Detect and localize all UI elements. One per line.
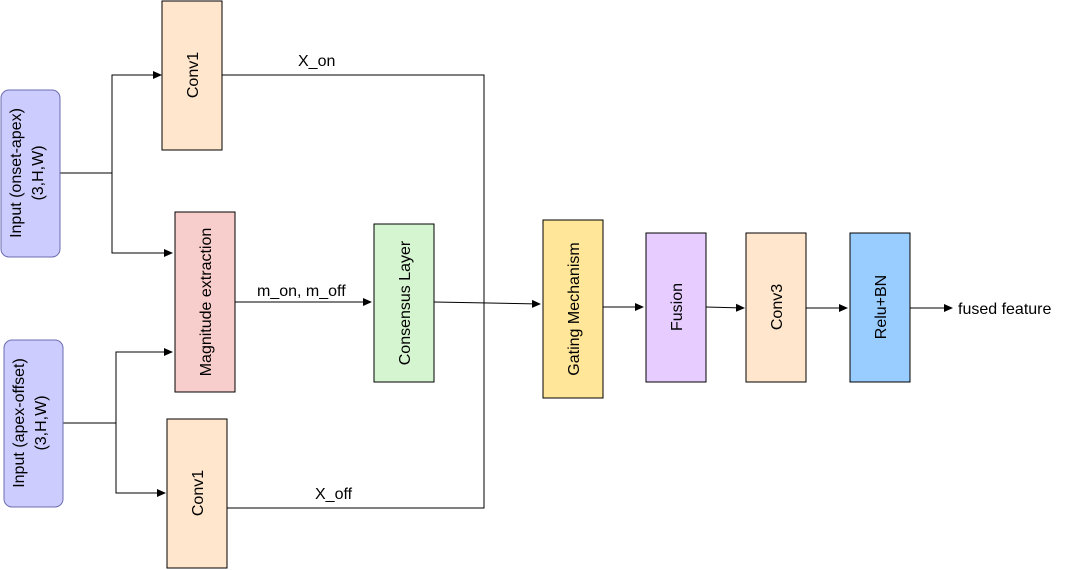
fusion-node: Fusion [645,232,707,383]
x-off-label: X_off [315,486,353,503]
consensus-layer-box [373,223,435,383]
relu-bn-node: Relu+BN [849,232,911,383]
relu-bn-box [849,232,911,383]
conv1-top-node: Conv1 [161,0,223,151]
magnitude-extraction-box [174,211,236,393]
conv1-top-label: Conv1 [185,52,202,98]
conv3-node: Conv3 [745,232,807,383]
conv3-box [745,232,807,383]
x-on-label: X_on [298,53,335,70]
conv3-label: Conv3 [769,284,786,330]
magnitude-extraction-node: Magnitude extraction [174,211,236,393]
edge-input-onset-to-conv1-top [60,71,162,174]
input-apex-offset-box [3,339,64,508]
input-onset-apex-node: Input (onset-apex) (3,H,W) [0,89,61,258]
input-apex-offset-label: Input (apex-offset) [11,358,28,488]
fused-feature-label: fused feature [958,301,1052,318]
gating-mechanism-label: Gating Mechanism [566,242,583,375]
edge-consensus-to-gating [433,299,541,308]
edge-fusion-to-conv3 [705,303,745,312]
gating-mechanism-box [542,219,604,399]
conv1-bottom-node: Conv1 [166,418,228,569]
input-onset-apex-label: Input (onset-apex) [8,108,25,238]
consensus-layer-label: Consensus Layer [397,240,414,365]
consensus-layer-node: Consensus Layer [373,223,435,383]
m-on-off-label: m_on, m_off [257,283,346,300]
gating-mechanism-node: Gating Mechanism [542,219,604,399]
input-onset-apex-box [0,89,61,258]
relu-bn-label: Relu+BN [873,275,890,339]
edge-x-on [222,74,485,302]
input-onset-apex-shape: (3,H,W) [30,145,47,200]
input-apex-offset-node: Input (apex-offset) (3,H,W) [3,339,64,508]
magnitude-extraction-label: Magnitude extraction [198,228,215,377]
conv1-bottom-label: Conv1 [190,470,207,516]
fusion-box [645,232,707,383]
edge-input-offset-to-magnitude [63,348,173,424]
edge-input-offset-to-conv1-bottom [115,423,166,497]
conv1-bottom-box [166,418,228,569]
fusion-label: Fusion [669,283,686,331]
edge-input-onset-to-magnitude [111,173,173,257]
conv1-top-box [161,0,223,151]
edge-x-off [227,302,485,509]
input-apex-offset-shape: (3,H,W) [33,395,50,450]
edges [60,71,953,509]
